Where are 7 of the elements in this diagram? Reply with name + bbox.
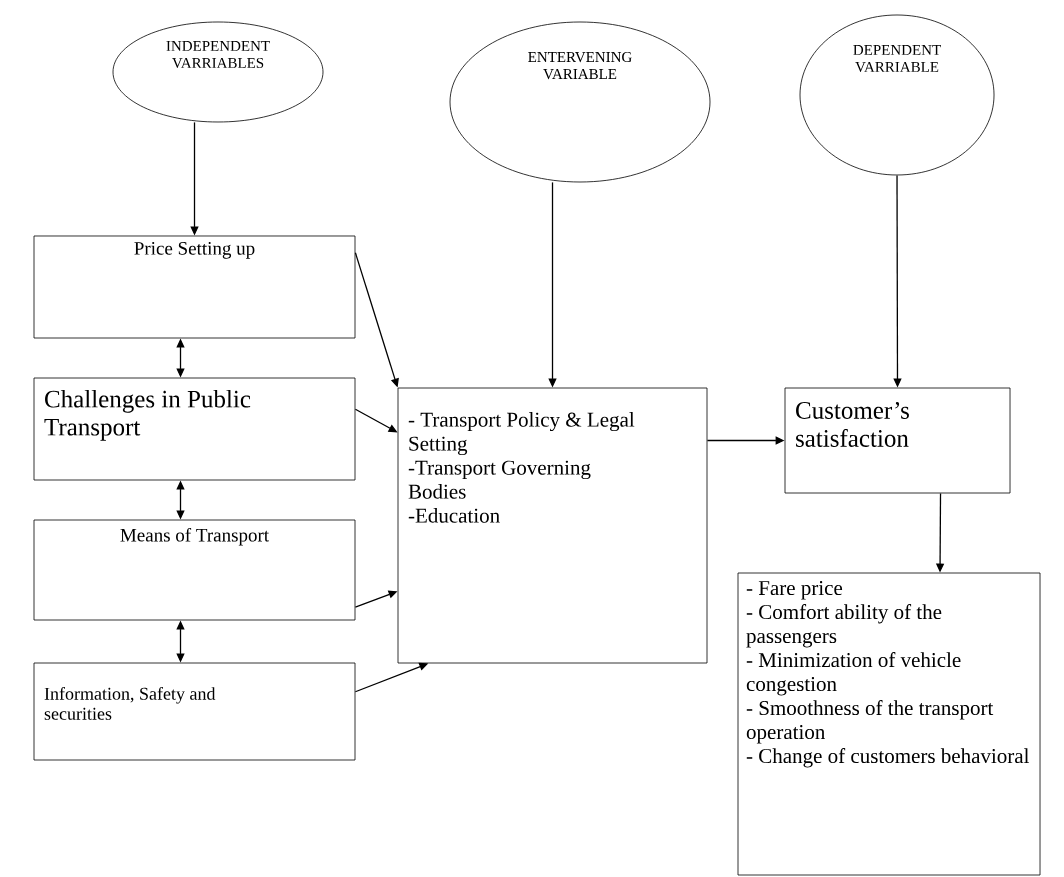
outcome-box: Customer’s satisfaction — [784, 387, 1011, 494]
factor-box: Means of Transport — [33, 519, 356, 621]
factor-box: Information, Safety and securities — [33, 662, 356, 761]
intervening-box: - Transport Policy & Legal Setting -Transport Governing Bodies -Education — [397, 387, 708, 664]
factor-box: Price Setting up — [33, 235, 356, 339]
factor-box: Challenges in Public Transport — [33, 377, 356, 481]
indicator-list-box: - Fare price - Comfort ability of the passengers - Minimization of vehicle congestion - Smoothness of the transport operation - Change of customers behavioral — [737, 572, 1041, 876]
